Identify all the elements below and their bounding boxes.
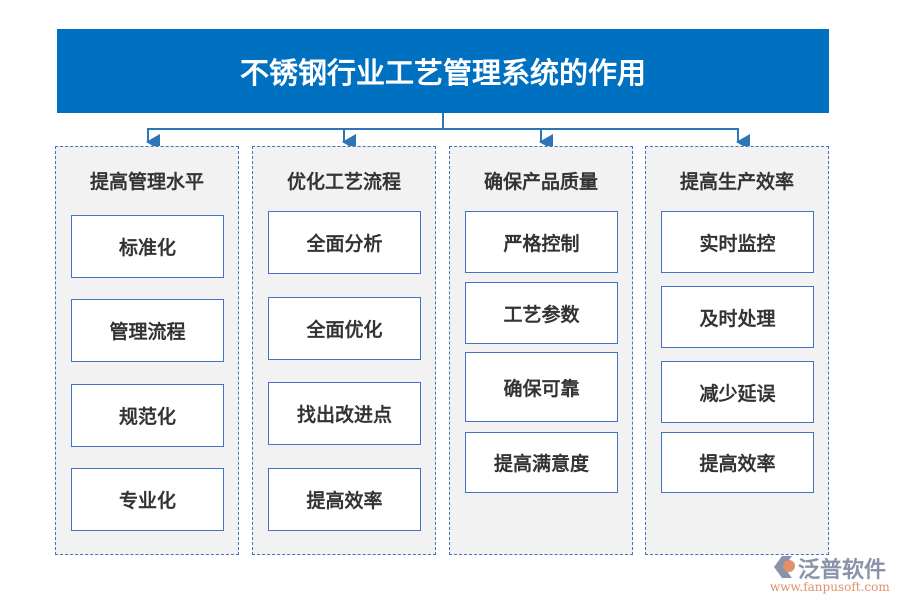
logo-name: 泛普软件 — [798, 558, 887, 583]
fanpu-logo: 泛普软件 www.fanpusoft.com — [770, 552, 895, 596]
diagram-title: 不锈钢行业工艺管理系统的作用 — [57, 29, 829, 113]
logo-url: www.fanpusoft.com — [770, 580, 890, 594]
item-box: 管理流程 — [71, 299, 224, 362]
panel-heading: 确保产品质量 — [483, 171, 598, 193]
item-box: 及时处理 — [661, 286, 814, 348]
item-box: 全面分析 — [268, 211, 421, 274]
logo-icon — [774, 556, 795, 578]
item-box: 找出改进点 — [268, 382, 421, 445]
panel-heading: 提高管理水平 — [89, 171, 204, 193]
panel-3: 确保产品质量 — [449, 146, 633, 555]
item-box: 全面优化 — [268, 297, 421, 360]
item-box: 提高满意度 — [465, 432, 618, 493]
item-box: 标准化 — [71, 215, 224, 278]
panel-heading: 优化工艺流程 — [286, 171, 401, 193]
panel-4: 提高生产效率 — [645, 146, 829, 555]
item-box: 专业化 — [71, 468, 224, 531]
item-box: 工艺参数 — [465, 282, 618, 344]
item-box: 减少延误 — [661, 361, 814, 423]
item-box: 确保可靠 — [465, 352, 618, 422]
item-box: 实时监控 — [661, 211, 814, 273]
item-box: 严格控制 — [465, 211, 618, 273]
item-box: 规范化 — [71, 384, 224, 447]
item-box: 提高效率 — [268, 468, 421, 531]
item-box: 提高效率 — [661, 432, 814, 493]
panel-heading: 提高生产效率 — [679, 171, 794, 193]
